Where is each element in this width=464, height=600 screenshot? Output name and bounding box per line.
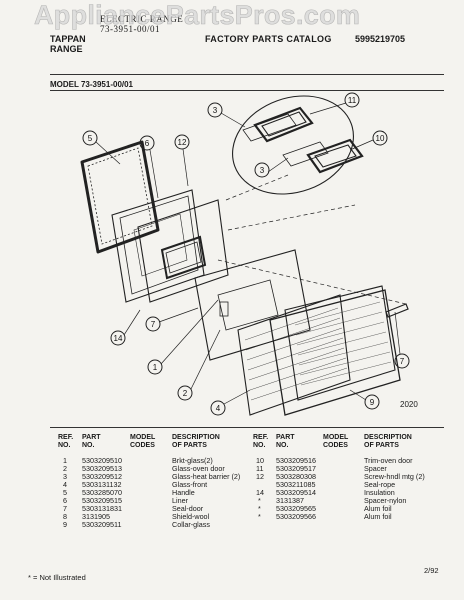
brand-subtitle: RANGE [50,44,83,54]
callout-circles [82,92,410,416]
spacer-frame [253,106,314,143]
callout-label: 4 [216,404,221,413]
callout-label: 1 [153,363,158,372]
model-divider [50,90,444,91]
heat-barrier-glass [242,113,297,142]
callout-label: 12 [178,138,187,147]
callout-label: 14 [114,334,123,343]
document-number: 5995219705 [355,34,406,44]
product-type: ELECTRIC RANGE [100,14,184,24]
callout-label: 6 [145,139,150,148]
callout-label: 3 [213,106,218,115]
callout-label: 7 [400,357,405,366]
front-glass [284,285,396,401]
inner-door-panel [137,199,229,303]
trim-oven-door [269,289,401,416]
model-code-header: 73-3951-00/01 [100,24,160,34]
door-seal [80,140,160,254]
page-number: 2/92 [424,566,439,575]
catalog-header: ELECTRIC RANGE 73-3951-00/01 TAPPAN FACT… [0,0,464,90]
figure-number: 2020 [400,400,418,409]
callout-label: 11 [348,96,357,105]
door-liner [111,189,205,303]
model-label: MODEL 73-3951-00/01 [50,80,134,89]
callout-label: 3 [260,166,265,175]
oven-door-handle [385,303,409,318]
col-header-ref: REF.NO. [253,434,269,449]
header-divider [50,74,444,75]
watermark: AppliancePartsPros.com [34,0,361,30]
insulation-panel [237,294,351,416]
glass-oven-door [194,249,311,361]
footnote: * = Not Illustrated [28,573,86,582]
catalog-title: FACTORY PARTS CATALOG [205,34,332,44]
brand-name: TAPPAN [50,34,86,44]
oven-door-exploded-diagram: 5 6 12 3 11 3 10 7 14 1 2 4 7 9 [80,92,410,416]
callout-label: 10 [376,134,385,143]
callout-label: 2 [183,389,188,398]
table-top-rule [50,427,444,428]
callout-label: 9 [370,398,375,407]
callout-label: 7 [151,320,156,329]
callout-label: 5 [88,134,93,143]
col-header-ref: REF.NO. [58,434,74,449]
collar-glass [306,138,364,174]
detail-inset-oval [232,95,354,195]
